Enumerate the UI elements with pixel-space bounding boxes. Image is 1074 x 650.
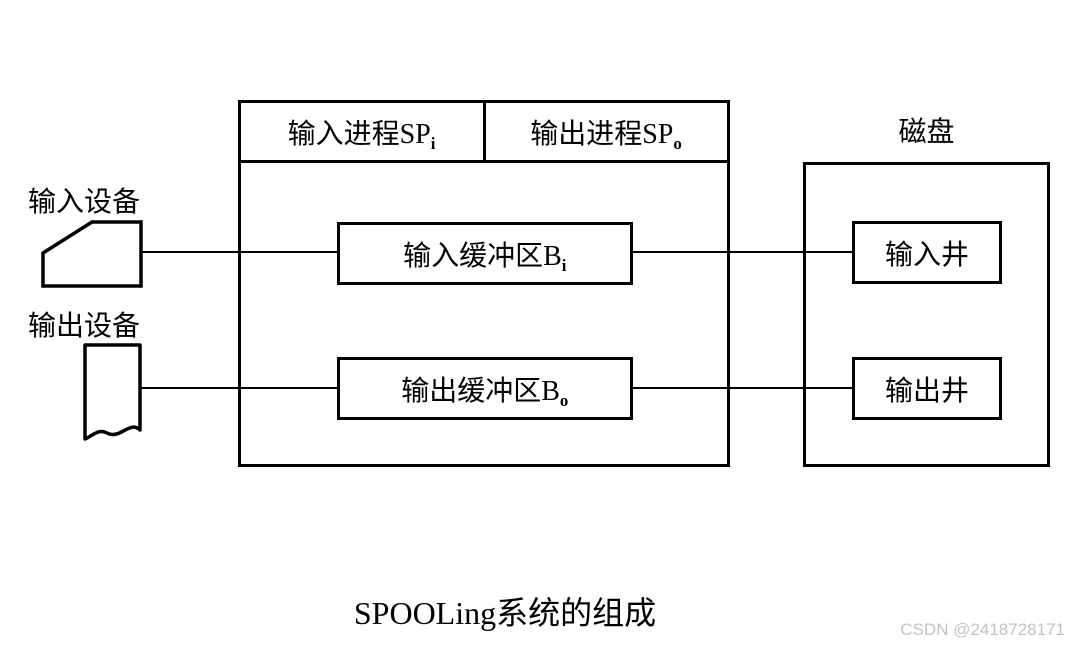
input-process-subscript: i <box>430 133 436 153</box>
process-header-row: 输入进程SPi 输出进程SPo <box>241 103 727 163</box>
output-well-box: 输出井 <box>852 357 1002 420</box>
input-well-box: 输入井 <box>852 221 1002 284</box>
output-device-icon <box>83 343 142 441</box>
output-buffer-subscript: o <box>559 390 569 410</box>
input-well-label: 输入井 <box>884 239 969 271</box>
diagram-caption: SPOOLing系统的组成 <box>353 595 657 631</box>
output-buffer-box: 输出缓冲区Bo <box>337 357 633 420</box>
input-buffer-subscript: i <box>561 255 567 275</box>
output-process-label: 输出进程SPo <box>530 118 683 153</box>
input-buffer-box: 输入缓冲区Bi <box>337 222 633 285</box>
disk-box <box>803 162 1050 467</box>
input-process-cell: 输入进程SPi <box>241 103 486 160</box>
output-process-cell: 输出进程SPo <box>486 103 728 160</box>
output-device-label: 输出设备 <box>28 311 141 342</box>
output-buffer-label: 输出缓冲区Bo <box>401 375 569 410</box>
input-device-label: 输入设备 <box>28 187 141 218</box>
input-process-label: 输入进程SPi <box>287 118 436 153</box>
input-buffer-label: 输入缓冲区Bi <box>403 240 567 275</box>
csdn-watermark: CSDN @2418728171 <box>900 620 1065 639</box>
output-process-subscript: o <box>673 133 683 153</box>
spooling-system-box: 输入进程SPi 输出进程SPo <box>238 100 730 467</box>
output-well-label: 输出井 <box>884 375 969 407</box>
input-device-icon <box>41 220 143 288</box>
disk-label: 磁盘 <box>898 117 955 148</box>
